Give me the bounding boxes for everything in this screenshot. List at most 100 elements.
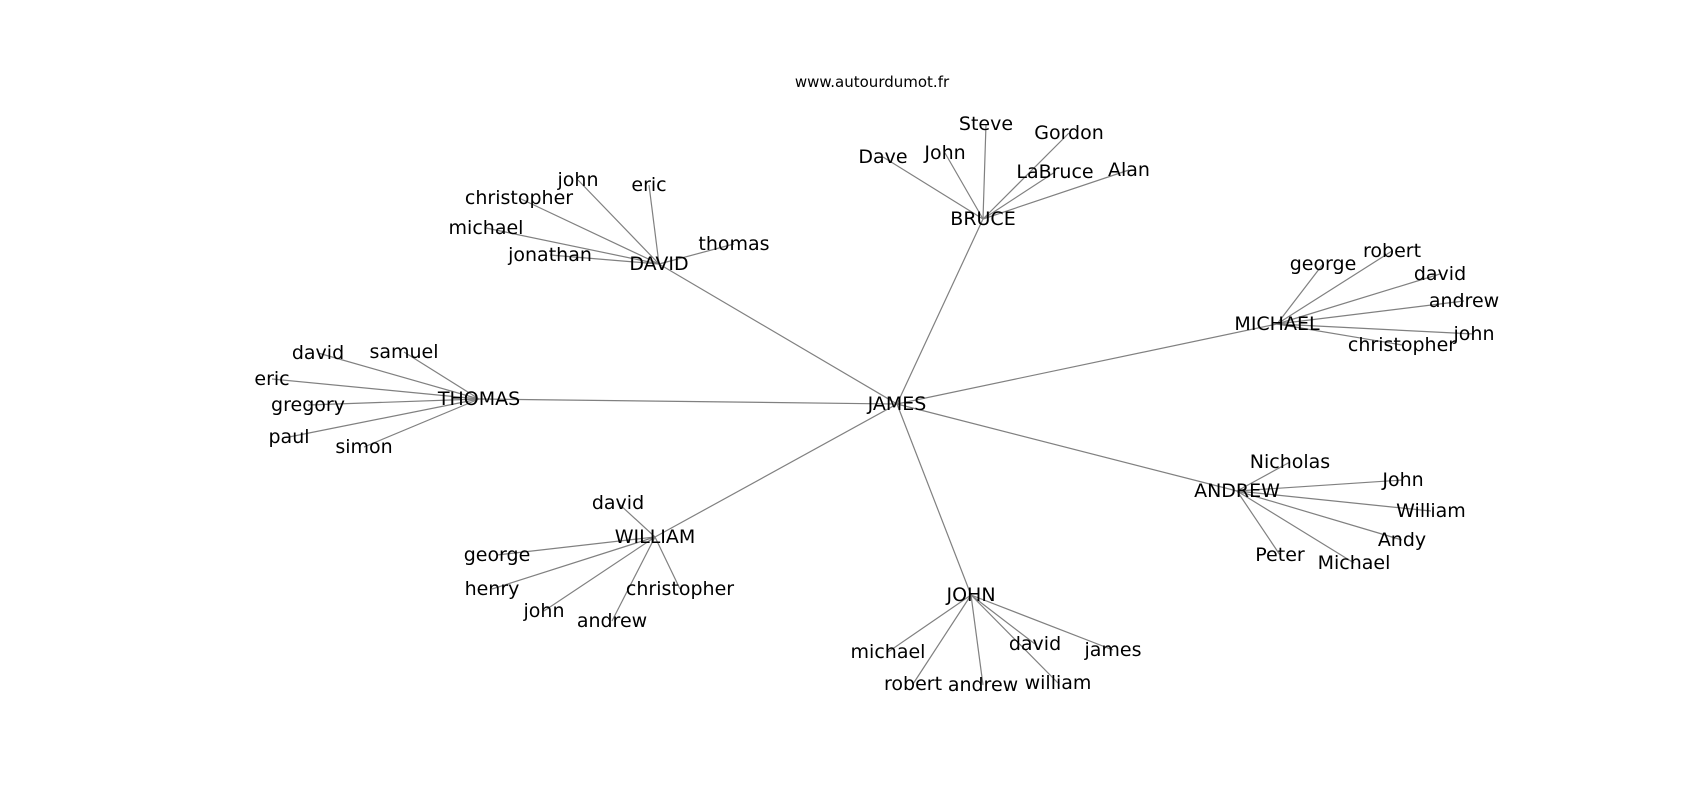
- edge-hub-to-leaf: [518, 197, 660, 265]
- edge-hub-to-leaf: [363, 398, 480, 448]
- edge-hub-to-leaf: [1276, 250, 1393, 325]
- leaf-node-label: Dave: [858, 146, 907, 168]
- edge-center-to-hub: [654, 403, 898, 538]
- edge-center-to-hub: [478, 398, 898, 405]
- leaf-node-label: John: [923, 142, 965, 164]
- leaf-node-label: paul: [268, 426, 309, 448]
- edge-hub-to-leaf: [577, 179, 660, 265]
- edge-hub-to-leaf: [491, 536, 656, 590]
- leaf-node-label: samuel: [369, 341, 438, 363]
- edge-hub-to-leaf: [1236, 461, 1291, 492]
- leaf-node-label: eric: [631, 174, 666, 196]
- leaf-node-label: thomas: [698, 233, 769, 255]
- edge-center-to-hub: [896, 403, 972, 596]
- edge-hub-to-leaf: [1236, 490, 1281, 556]
- edge-hub-to-leaf: [982, 169, 1130, 220]
- edge-hub-to-leaf: [982, 171, 1056, 220]
- leaf-node-label: simon: [335, 436, 392, 458]
- edge-hub-to-leaf: [1236, 490, 1432, 512]
- leaf-node-label: henry: [465, 578, 520, 600]
- leaf-node-label: christopher: [1348, 334, 1456, 356]
- edge-hub-to-leaf: [485, 227, 660, 265]
- leaf-node-label: john: [523, 600, 565, 622]
- edge-hub-to-leaf: [882, 156, 984, 220]
- leaf-node-label: george: [464, 544, 531, 566]
- edges: [271, 123, 1475, 686]
- edge-hub-to-leaf: [970, 594, 1036, 645]
- leaf-node-label: eric: [254, 368, 289, 390]
- hub-node-label: JOHN: [945, 584, 995, 606]
- edge-hub-to-leaf: [617, 502, 656, 538]
- leaf-node-label: Steve: [959, 113, 1013, 135]
- edge-center-to-hub: [896, 403, 1238, 492]
- hub-node-label: ANDREW: [1194, 480, 1280, 502]
- leaf-node-label: Peter: [1255, 544, 1305, 566]
- leaf-node-label: david: [1414, 263, 1466, 285]
- leaf-node-label: christopher: [465, 187, 573, 209]
- leaf-node-label: LaBruce: [1016, 161, 1093, 183]
- edge-hub-to-leaf: [403, 351, 480, 400]
- edge-hub-to-leaf: [1236, 490, 1403, 541]
- edge-hub-to-leaf: [982, 132, 1070, 220]
- leaf-node-label: john: [557, 169, 599, 191]
- edge-hub-to-leaf: [970, 594, 1114, 651]
- hub-node-label: THOMAS: [437, 388, 520, 410]
- leaf-node-label: jonathan: [507, 244, 592, 266]
- leaf-node-label: george: [1290, 253, 1357, 275]
- edge-hub-to-leaf: [1236, 490, 1355, 564]
- edge-hub-to-leaf: [1276, 323, 1403, 346]
- edge-hub-to-leaf: [1276, 263, 1324, 325]
- leaf-node-label: John: [1381, 469, 1423, 491]
- edge-center-to-hub: [896, 323, 1278, 405]
- leaf-node-label: christopher: [626, 578, 734, 600]
- hub-node-label: WILLIAM: [615, 526, 696, 548]
- edge-hub-to-leaf: [912, 594, 972, 685]
- edge-hub-to-leaf: [944, 152, 984, 220]
- leaf-node-label: robert: [884, 673, 942, 695]
- edge-hub-to-leaf: [1236, 479, 1404, 492]
- edge-hub-to-leaf: [887, 594, 972, 653]
- edge-hub-to-leaf: [1276, 273, 1441, 325]
- edge-hub-to-leaf: [543, 536, 656, 612]
- leaf-node-label: gregory: [271, 394, 345, 416]
- edge-hub-to-leaf: [654, 536, 681, 590]
- hub-node-label: BRUCE: [950, 208, 1015, 230]
- leaf-node-label: Gordon: [1034, 122, 1104, 144]
- leaf-node-label: david: [292, 342, 344, 364]
- edge-hub-to-leaf: [1276, 323, 1475, 335]
- leaf-node-label: david: [1009, 633, 1061, 655]
- leaf-node-label: michael: [851, 641, 926, 663]
- leaf-node-label: william: [1025, 672, 1092, 694]
- leaf-node-label: Andy: [1378, 529, 1426, 551]
- edge-hub-to-leaf: [611, 536, 656, 622]
- hub-node-label: MICHAEL: [1234, 313, 1320, 335]
- edge-hub-to-leaf: [496, 536, 656, 556]
- edge-hub-to-leaf: [648, 184, 660, 265]
- edge-hub-to-leaf: [970, 594, 984, 686]
- leaf-node-label: Michael: [1318, 552, 1391, 574]
- edge-hub-to-leaf: [317, 352, 480, 400]
- leaf-node-label: Nicholas: [1250, 451, 1330, 473]
- leaf-node-label: james: [1083, 639, 1141, 661]
- edge-hub-to-leaf: [288, 398, 480, 438]
- edge-hub-to-leaf: [307, 398, 480, 406]
- edge-center-to-hub: [658, 263, 898, 405]
- edge-hub-to-leaf: [1276, 300, 1465, 325]
- center-node-label: JAMES: [867, 393, 927, 415]
- edge-hub-to-leaf: [982, 123, 987, 220]
- leaf-node-label: andrew: [948, 674, 1018, 696]
- edge-hub-to-leaf: [970, 594, 1059, 684]
- edge-center-to-hub: [896, 218, 984, 405]
- leaf-node-label: andrew: [577, 610, 647, 632]
- leaf-node-label: andrew: [1429, 290, 1499, 312]
- edge-hub-to-leaf: [271, 378, 480, 400]
- leaf-node-label: robert: [1363, 240, 1421, 262]
- leaf-node-label: William: [1396, 500, 1466, 522]
- leaf-node-label: david: [592, 492, 644, 514]
- leaf-node-label: john: [1453, 323, 1495, 345]
- edge-hub-to-leaf: [658, 243, 735, 265]
- hub-node-label: DAVID: [629, 253, 688, 275]
- edge-hub-to-leaf: [549, 254, 660, 265]
